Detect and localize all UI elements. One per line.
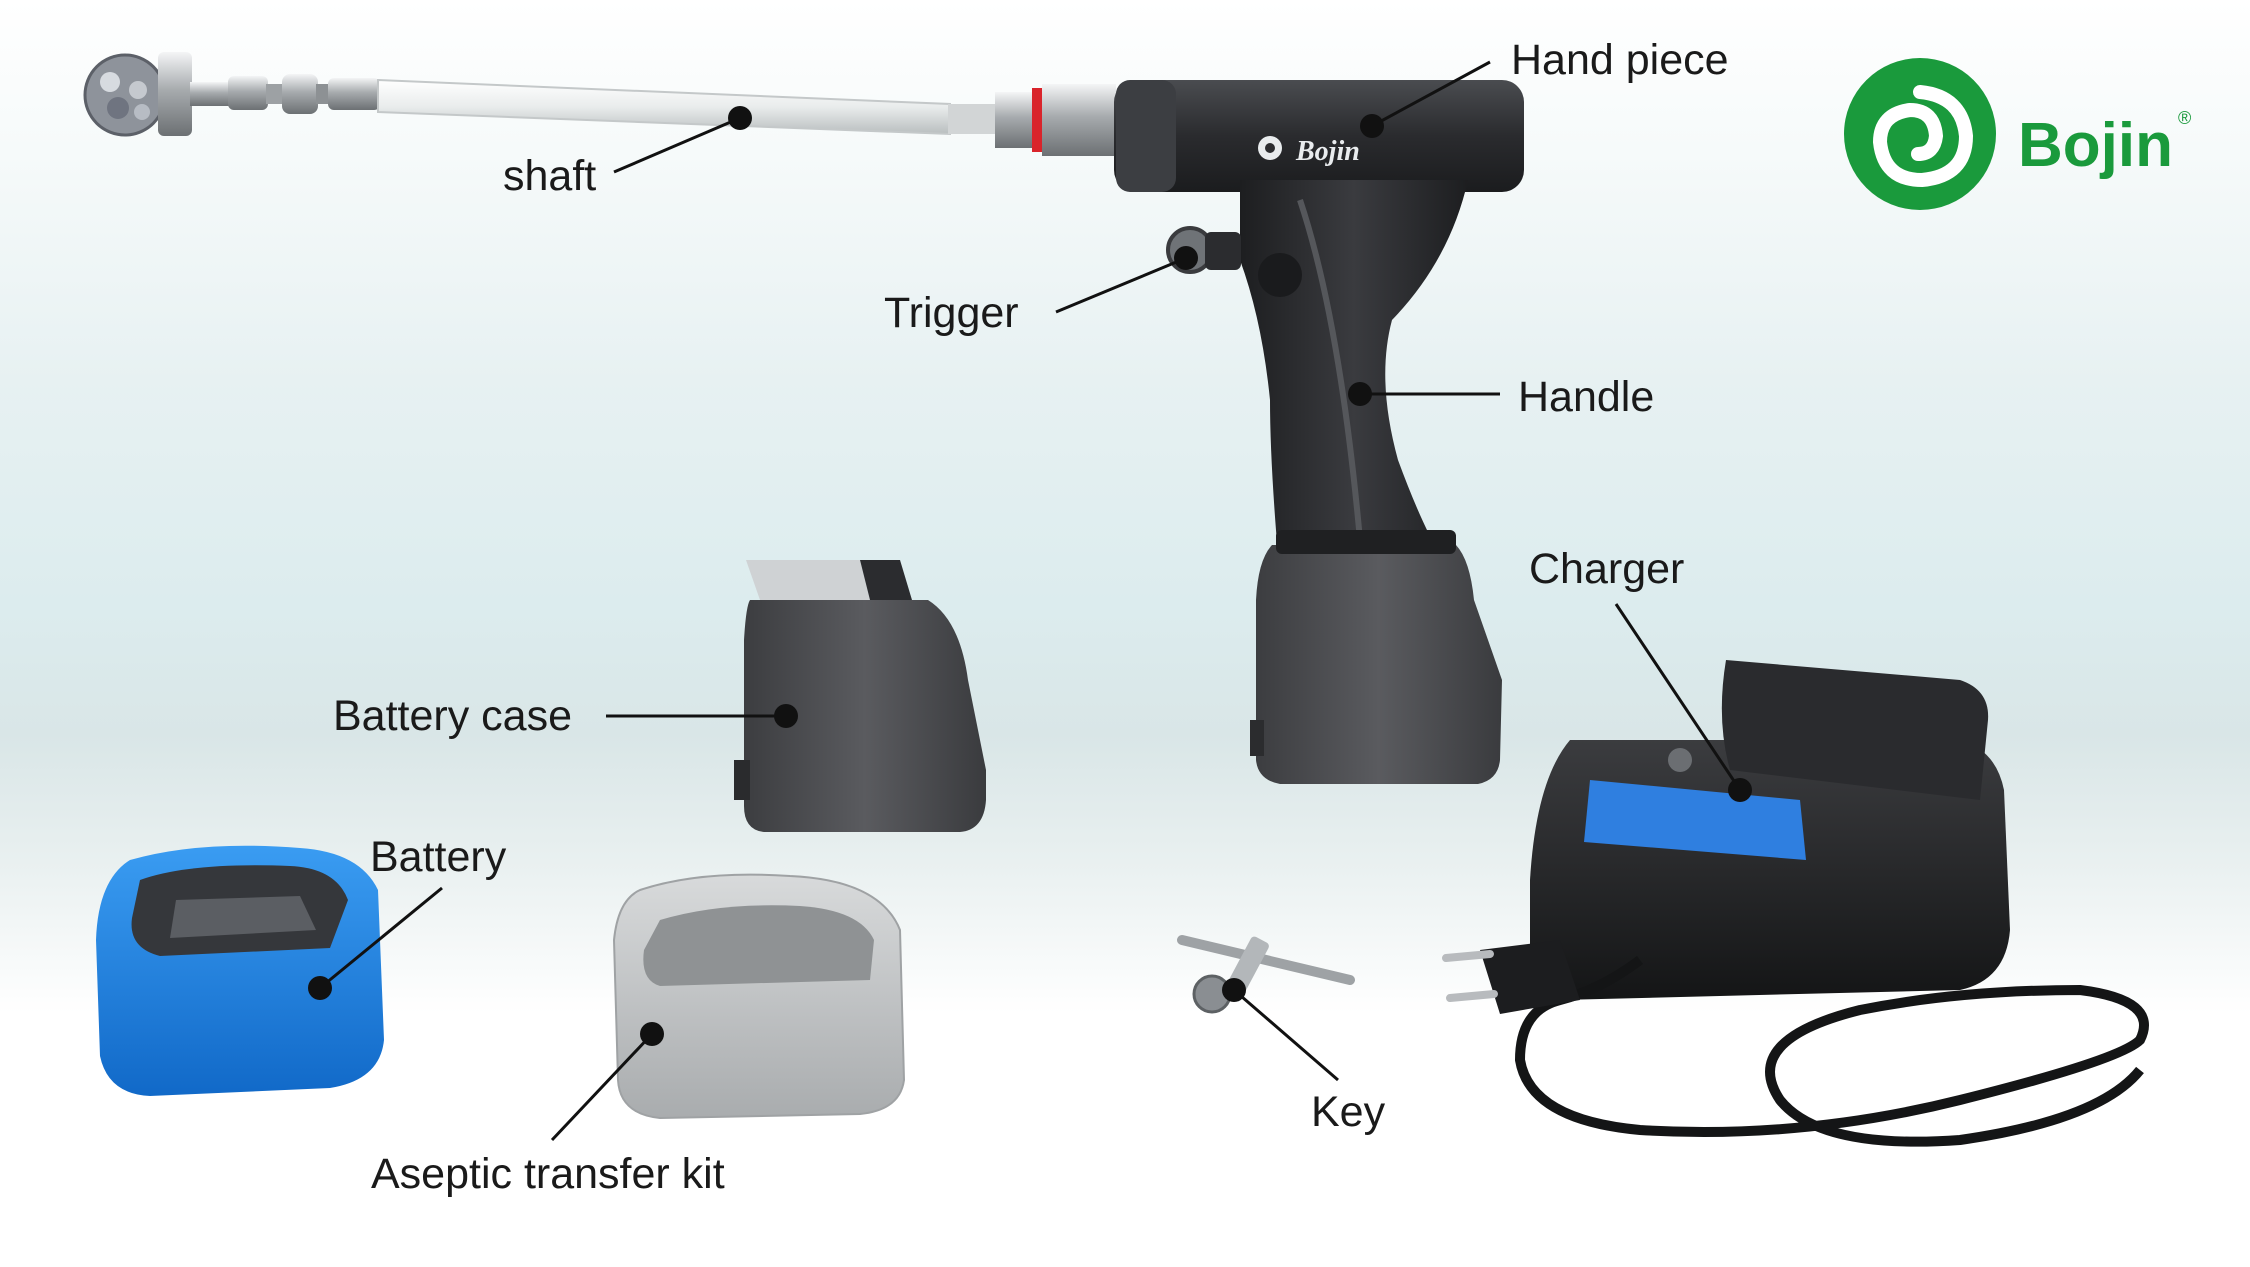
attached-battery-case bbox=[1256, 545, 1502, 784]
leader-lines bbox=[308, 60, 1752, 1142]
label-trigger: Trigger bbox=[884, 289, 1019, 337]
shaft-assembly bbox=[83, 52, 1116, 156]
spiral-logo-icon bbox=[1844, 58, 1996, 210]
trigger-dot bbox=[1174, 246, 1198, 270]
drill-handpiece: Bojin bbox=[1114, 80, 1524, 784]
handle-dot bbox=[1348, 382, 1372, 406]
aseptic-kit-dot bbox=[640, 1022, 664, 1046]
chuck-key bbox=[1177, 935, 1355, 1014]
label-shaft: shaft bbox=[503, 152, 596, 200]
battery-case bbox=[734, 560, 986, 832]
aseptic-transfer-kit bbox=[612, 873, 906, 1120]
battery-case-dot bbox=[774, 704, 798, 728]
power-plug bbox=[1480, 940, 1580, 1014]
label-battery: Battery bbox=[370, 833, 507, 881]
charger-dot bbox=[1728, 778, 1752, 802]
battery-dot bbox=[308, 976, 332, 1000]
charger-info-panel bbox=[1584, 780, 1806, 860]
charger bbox=[1442, 660, 2149, 1147]
charger-cradle bbox=[1721, 660, 1989, 800]
battery bbox=[96, 845, 384, 1096]
label-key: Key bbox=[1311, 1088, 1386, 1136]
burr-head bbox=[83, 53, 167, 137]
brand-name: Bojin bbox=[2018, 111, 2173, 180]
label-charger: Charger bbox=[1529, 545, 1684, 593]
label-handle: Handle bbox=[1518, 373, 1654, 421]
registered-mark: ® bbox=[2178, 108, 2191, 128]
handpiece-engraving: Bojin bbox=[1295, 136, 1360, 167]
power-cable bbox=[1514, 955, 2149, 1147]
hand-piece-body bbox=[1114, 80, 1524, 192]
hand-piece-dot bbox=[1360, 114, 1384, 138]
key-dot bbox=[1222, 978, 1246, 1002]
shaft-dot bbox=[728, 106, 752, 130]
callout-labels: shaft Hand piece Trigger Handle Charger … bbox=[333, 36, 1729, 1198]
label-hand-piece: Hand piece bbox=[1511, 36, 1729, 84]
red-ring bbox=[1032, 88, 1044, 152]
battery-case-lid bbox=[746, 560, 870, 600]
collet-disc bbox=[158, 52, 192, 136]
shaft-tube bbox=[377, 78, 951, 136]
label-aseptic-transfer-kit: Aseptic transfer kit bbox=[371, 1150, 725, 1198]
label-battery-case: Battery case bbox=[333, 692, 572, 740]
brand-logo: Bojin ® bbox=[1844, 58, 2191, 210]
